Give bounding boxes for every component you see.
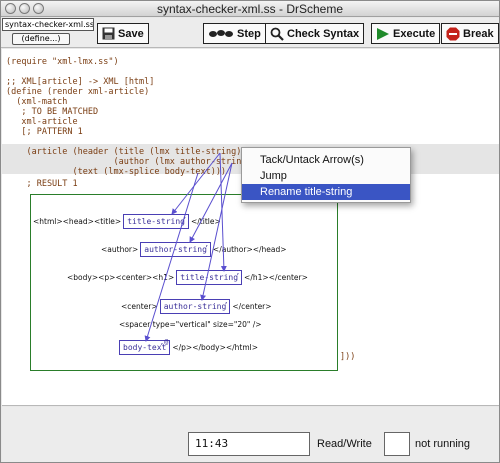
xml-line-1: <html><head><title> title-string, </titl… (33, 212, 221, 229)
author-string-var-box[interactable]: author-string, (140, 240, 211, 257)
window-controls (5, 3, 44, 14)
window-title: syntax-checker-xml.ss - DrScheme (156, 2, 344, 16)
close-window-button[interactable] (5, 3, 16, 14)
toolbar: syntax-checker-xml.ss (define...) Save S… (1, 18, 499, 48)
zoom-window-button[interactable] (33, 3, 44, 14)
menu-item-tack-untack-arrows[interactable]: Tack/Untack Arrow(s) (260, 154, 364, 166)
code-line: ;; XML[article] -> XML [html] (6, 77, 155, 87)
execute-arrow-icon (376, 27, 390, 41)
menu-item-jump[interactable]: Jump (260, 170, 287, 182)
execute-button[interactable]: Execute (371, 23, 441, 44)
xml-text: <center> (121, 302, 158, 311)
unquote-mark: , (224, 297, 229, 305)
body-text-splice-box[interactable]: body-text,@ (119, 338, 171, 355)
title-string-var-box-2[interactable]: title-string, (176, 268, 243, 285)
definitions-editor[interactable]: (require "xml-lmx.ss") ;; XML[article] -… (2, 49, 499, 406)
xml-text: </title> (190, 217, 221, 226)
xml-line-3: <body><p><center><h1> title-string, </h1… (67, 268, 308, 285)
save-icon (102, 27, 115, 40)
check-syntax-label: Check Syntax (287, 27, 360, 40)
unquote-mark: , (182, 212, 187, 220)
unquote-splicing-mark: ,@ (159, 338, 169, 346)
run-state-label: not running (415, 438, 471, 450)
menu-item-rename[interactable]: Rename title-string (242, 184, 410, 200)
read-write-mode: Read/Write (317, 438, 372, 450)
code-line: (article (header (title (lmx title-strin… (6, 147, 247, 157)
step-label: Step (237, 27, 261, 40)
unquote-mark: , (235, 268, 241, 276)
code-line: (require "xml-lmx.ss") (6, 57, 119, 67)
code-line: (text (lmx-splice body-text))) (6, 167, 227, 177)
context-menu: Tack/Untack Arrow(s) Jump Rename title-s… (241, 147, 411, 203)
define-menu-button[interactable]: (define...) (12, 33, 70, 45)
code-line: [; PATTERN 1 (6, 127, 83, 137)
var-name: author-string (144, 245, 207, 254)
unquote-mark: , (204, 240, 209, 248)
code-line: (define (render xml-article) (6, 87, 150, 97)
var-name: title-string (127, 217, 185, 226)
code-line: ; RESULT 1 (6, 179, 78, 189)
break-button[interactable]: Break (441, 23, 499, 44)
title-bar: syntax-checker-xml.ss - DrScheme (1, 1, 499, 17)
xml-text: </h1></center> (244, 273, 308, 282)
xml-line-4: <center> author-string, </center> (121, 297, 272, 314)
magnifier-icon (270, 27, 284, 41)
xml-result-box[interactable]: <html><head><title> title-string, </titl… (30, 194, 338, 371)
xml-text: </center> (232, 302, 272, 311)
var-name: author-string (163, 302, 227, 311)
author-string-var-box-2[interactable]: author-string, (159, 297, 231, 314)
title-string-var-box[interactable]: title-string, (123, 212, 189, 229)
xml-line-2: <author> author-string, </author></head> (101, 240, 287, 257)
var-name: body-text (123, 343, 167, 352)
check-syntax-button[interactable]: Check Syntax (265, 23, 365, 44)
break-label: Break (463, 27, 494, 40)
minimize-window-button[interactable] (19, 3, 30, 14)
xml-text: <author> (101, 245, 139, 254)
code-line: (author (lmx author-string))) (6, 157, 262, 167)
xml-line-5: <spacer type="vertical" size="20" /> (119, 320, 262, 329)
footprints-icon (208, 28, 234, 40)
save-button[interactable]: Save (97, 23, 149, 44)
clock-display: 11:43 (188, 432, 310, 456)
var-name: title-string (180, 273, 239, 282)
file-name-tab[interactable]: syntax-checker-xml.ss (2, 18, 94, 31)
execute-label: Execute (393, 27, 436, 40)
xml-line-6: body-text,@ </p></body></html> (117, 338, 259, 355)
code-line: ; TO BE MATCHED (6, 107, 99, 117)
xml-text: </p></body></html> (172, 343, 259, 352)
step-button[interactable]: Step (203, 23, 266, 44)
xml-text: <body><p><center><h1> (67, 273, 175, 282)
code-line: (xml-match (6, 97, 68, 107)
xml-text: </author></head> (212, 245, 287, 254)
running-indicator (384, 432, 410, 456)
closing-parens: ])) (340, 352, 356, 362)
save-label: Save (118, 27, 144, 40)
stop-icon (446, 27, 460, 41)
xml-text: <html><head><title> (33, 217, 122, 226)
code-line: xml-article (6, 117, 78, 127)
